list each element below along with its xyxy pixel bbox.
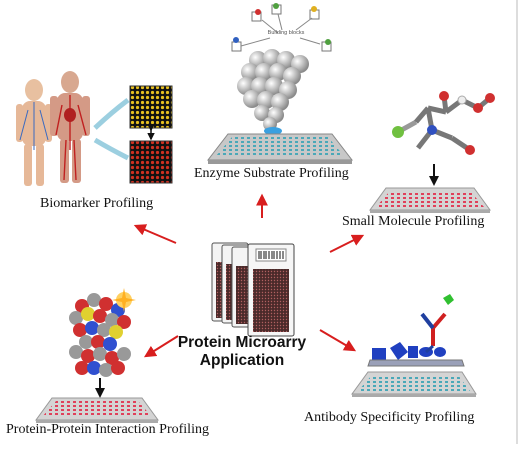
ppi-slide xyxy=(35,397,159,423)
center-title-line2: Application xyxy=(199,352,285,369)
microarray-image-top xyxy=(129,85,173,129)
human-body-illustration xyxy=(16,71,90,186)
arrow-to-biomarker xyxy=(133,224,177,244)
protein-complex-illustration xyxy=(69,288,136,377)
enzyme-substrate-profiling-label: Enzyme Substrate Profiling xyxy=(194,166,349,181)
arrow-to-ppi xyxy=(143,335,179,358)
arrow-to-array-top xyxy=(93,98,130,130)
antibody-specificity-profiling-label: Antibody Specificity Profiling xyxy=(304,410,475,425)
microarray-image-bottom xyxy=(129,140,173,184)
arrow-to-antibody xyxy=(319,329,357,352)
arrow-to-array-bottom xyxy=(93,137,130,161)
antibody-illustration xyxy=(372,294,454,360)
enzyme-slide xyxy=(206,133,354,164)
center-title: Protein Microarry Application xyxy=(172,334,312,370)
small-molecule-profiling-label: Small Molecule Profiling xyxy=(342,214,485,229)
center-title-line1: Protein Microarry xyxy=(177,334,307,351)
biomarker-profiling-label: Biomarker Profiling xyxy=(40,196,154,211)
building-blocks-illustration xyxy=(231,3,332,52)
small-molecule-slide xyxy=(369,187,491,213)
arrow-to-small-molecule xyxy=(329,234,365,253)
antibody-slide xyxy=(351,359,477,397)
microarray-slides-stack xyxy=(211,242,295,337)
building-blocks-label: Building blocks xyxy=(268,30,305,36)
ppi-profiling-label: Protein-Protein Interaction Profiling xyxy=(6,422,209,437)
enzyme-sphere-cluster xyxy=(237,49,309,135)
small-molecule-illustration xyxy=(392,91,495,155)
